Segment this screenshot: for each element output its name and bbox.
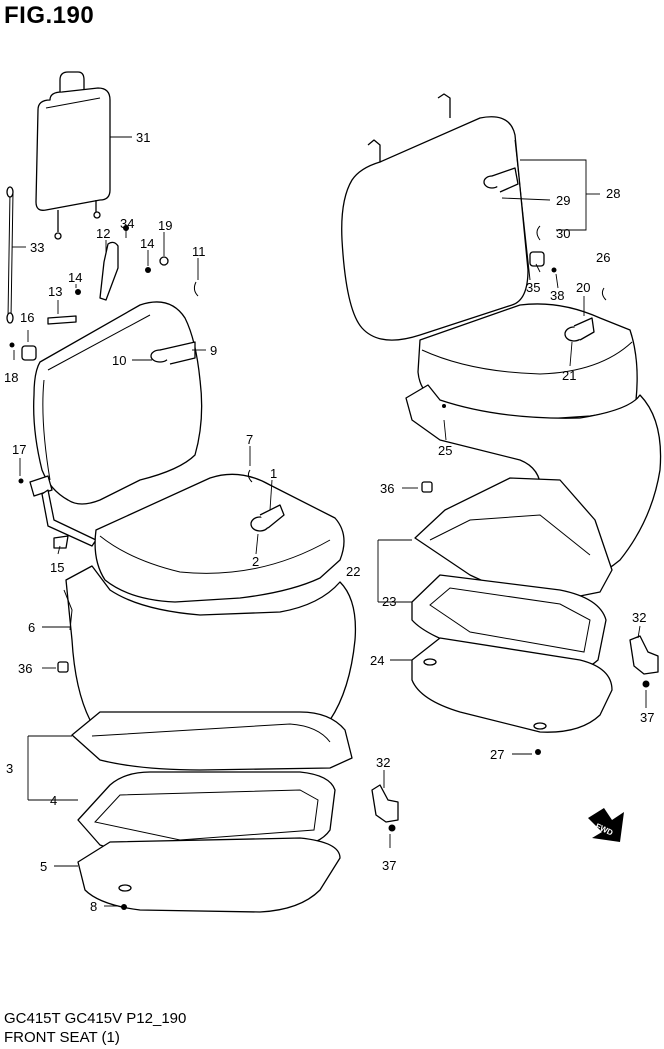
callout-9: 9 (210, 343, 217, 358)
callout-35: 35 (526, 280, 540, 295)
callout-12: 12 (96, 226, 110, 241)
clip-26 (601, 287, 607, 301)
callout-15: 15 (50, 560, 64, 575)
callout-14b: 14 (140, 236, 154, 251)
leader-lines (12, 136, 647, 907)
callout-30: 30 (556, 226, 570, 241)
latch-32-right (629, 635, 659, 688)
clip-7 (247, 469, 253, 483)
callout-2: 2 (252, 554, 259, 569)
side-bracket (18, 475, 97, 549)
clip-30 (536, 225, 541, 241)
callout-28: 28 (606, 186, 620, 201)
bushing-35 (529, 251, 545, 267)
callout-36a: 36 (18, 661, 32, 676)
callout-18: 18 (4, 370, 18, 385)
seat-cushion (94, 473, 345, 603)
callout-11: 11 (192, 244, 206, 259)
callout-8: 8 (90, 899, 97, 914)
callout-4: 4 (50, 793, 57, 808)
callout-26: 26 (596, 250, 610, 265)
callout-32a: 32 (376, 755, 390, 770)
callout-10: 10 (112, 353, 126, 368)
screw-18 (9, 342, 15, 348)
figure-caption: FRONT SEAT (1) (4, 1029, 120, 1046)
callout-23: 23 (382, 594, 396, 609)
callout-6: 6 (28, 620, 35, 635)
callout-31: 31 (136, 130, 150, 145)
callout-24: 24 (370, 653, 384, 668)
base-plate-right (411, 637, 613, 733)
callout-36b: 36 (380, 481, 394, 496)
latch-32 (371, 784, 399, 832)
screw-38 (551, 267, 557, 273)
callout-38: 38 (550, 288, 564, 303)
callout-29: 29 (556, 193, 570, 208)
back-cover (341, 93, 531, 341)
callout-22: 22 (346, 564, 360, 579)
figure-title: FIG.190 (4, 2, 95, 29)
nut-19 (159, 256, 169, 266)
headrest (35, 71, 111, 240)
callout-37b: 37 (640, 710, 654, 725)
callout-5: 5 (40, 859, 47, 874)
callout-7: 7 (246, 432, 253, 447)
callout-17: 17 (12, 442, 26, 457)
callout-16: 16 (20, 310, 34, 325)
bushing-16 (21, 345, 37, 361)
base-plate (77, 837, 341, 913)
callout-34: 34 (120, 216, 134, 231)
seat-back (33, 301, 203, 505)
bolt-13 (47, 315, 77, 325)
callout-33: 33 (30, 240, 44, 255)
seat-slide-rails (71, 711, 353, 771)
fwd-arrow-icon: FWD (588, 808, 624, 842)
bolt-8 (121, 904, 127, 910)
washer-14b (145, 267, 151, 273)
clip-11 (193, 281, 199, 297)
callout-20: 20 (576, 280, 590, 295)
bolt-36a (57, 661, 69, 673)
bolt-36b (421, 481, 433, 493)
washer-14a (75, 289, 81, 295)
callout-19: 19 (158, 218, 172, 233)
callout-25: 25 (438, 443, 452, 458)
strap-29 (491, 167, 519, 193)
callout-13: 13 (48, 284, 62, 299)
callout-numbers: 31 33 34 19 12 14 11 14 13 16 18 10 9 7 … (4, 130, 654, 914)
callout-21: 21 (562, 368, 576, 383)
callout-27: 27 (490, 747, 504, 762)
callout-37a: 37 (382, 858, 396, 873)
callout-1: 1 (270, 466, 277, 481)
model-line: GC415T GC415V P12_190 (4, 1010, 187, 1027)
strap-20 (573, 317, 595, 341)
lever-12 (99, 241, 119, 301)
callout-32b: 32 (632, 610, 646, 625)
bolt-27 (535, 749, 541, 755)
callout-3: 3 (6, 761, 13, 776)
callout-14a: 14 (68, 270, 82, 285)
cable (6, 186, 14, 324)
